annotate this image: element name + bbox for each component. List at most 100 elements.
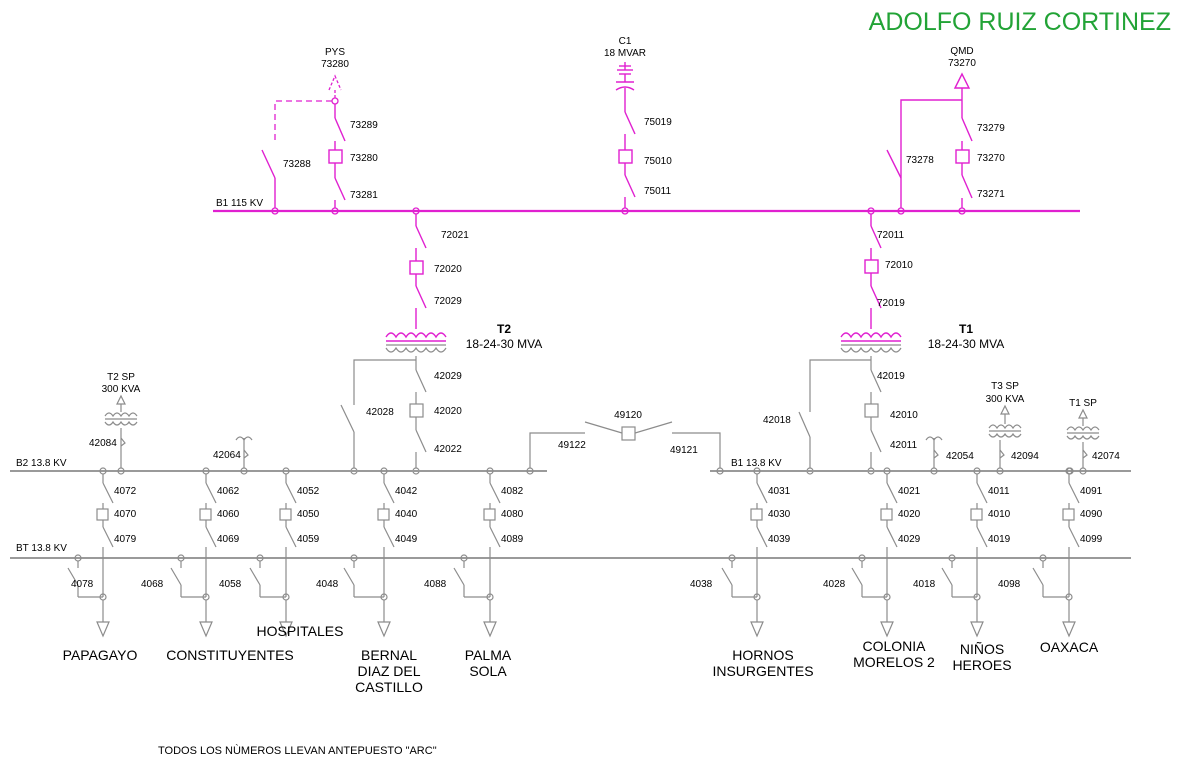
bay-pys: PYS 73280 73289 73280 73281 73288	[261, 47, 378, 215]
feeder-name: HEROES	[952, 657, 1011, 673]
pys-code: 73280	[321, 59, 349, 70]
feeder-name: PALMA	[465, 647, 512, 663]
feeder-breaker-label: 4030	[768, 509, 791, 520]
feeder-name: PAPAGAYO	[63, 647, 138, 663]
t3sp-rating: 300 KVA	[986, 394, 1025, 405]
pt-b2-switch-label: 42064	[213, 450, 241, 461]
hv-bus-b1: B1 115 KV	[213, 198, 1080, 213]
t2-hv-sw-top-label: 72021	[441, 230, 469, 241]
pt-b1-switch-label: 42054	[946, 451, 974, 462]
feeder-load-arrow-icon	[96, 621, 110, 638]
feeder-breaker-label: 4080	[501, 509, 524, 520]
qmd-bypass-switch	[886, 149, 902, 179]
feeder-bypass-label: 4028	[823, 579, 846, 590]
qmd-disconnect-bottom	[961, 174, 973, 199]
c1-sw-bottom-label: 75011	[644, 186, 672, 197]
t1-hv-breaker	[864, 259, 879, 274]
t2sp-switch-label: 42084	[89, 438, 117, 449]
t1-lv-disconnect-top	[870, 369, 882, 393]
aux-t1sp: T1 SP 42074	[1066, 398, 1120, 475]
c1-sw-top-label: 75019	[644, 117, 672, 128]
feeder-breaker	[199, 508, 212, 521]
feeder-sw-bottom-label: 4069	[217, 534, 240, 545]
feeder-name: BERNAL	[361, 647, 417, 663]
c1-name: C1	[619, 36, 632, 47]
bay-c1: C1 18 MVAR 75019 75010 75011	[604, 36, 672, 215]
feeder-load-arrow-icon	[199, 621, 213, 638]
transformer-t2-icon	[385, 322, 447, 353]
transformer-t1-icon	[840, 322, 902, 353]
qmd-sw-bottom-label: 73271	[977, 189, 1005, 200]
feeder-bypass-switch	[453, 567, 465, 586]
qmd-code: 73270	[948, 58, 976, 69]
feeder-sw-bottom-label: 4099	[1080, 534, 1103, 545]
t2-hv-disconnect-top	[415, 225, 427, 249]
feeder-name: NIÑOS	[960, 641, 1004, 657]
qmd-breaker-label: 73270	[977, 153, 1005, 164]
feeder-disconnect-bottom	[1068, 526, 1080, 548]
feeder-sw-bottom-label: 4039	[768, 534, 791, 545]
t1-lv-breaker	[864, 403, 879, 418]
feeder-breaker	[279, 508, 292, 521]
t2sp-arrow-icon	[116, 394, 126, 405]
t2-hv-breaker	[409, 260, 424, 275]
feeder-name: CASTILLO	[355, 679, 423, 695]
feeder-sw-top-label: 4021	[898, 486, 921, 497]
feeder-name: HORNOS	[732, 647, 793, 663]
feeder-sw-top-label: 4072	[114, 486, 137, 497]
feeder-sw-bottom-label: 4019	[988, 534, 1011, 545]
t2-lv-breaker-label: 42020	[434, 406, 462, 417]
pys-node	[331, 97, 339, 105]
bus-tie: 49120 49122 49121	[526, 410, 724, 475]
feeder-sw-bottom-label: 4049	[395, 534, 418, 545]
bay-t1-hv: 72011 72010 72019	[864, 207, 913, 322]
feeder-bypass-label: 4048	[316, 579, 339, 590]
t2-lv-breaker	[409, 403, 424, 418]
qmd-breaker	[955, 149, 970, 164]
feeder-load-arrow-icon	[1062, 621, 1076, 638]
t2-lv-disconnect-top	[415, 369, 427, 393]
feeder-name: COLONIA	[862, 638, 926, 654]
mv-bus-b1: B1 13.8 KV	[710, 458, 1131, 472]
t2-hv-disconnect-bottom	[415, 285, 427, 309]
feeder-disconnect-top	[102, 482, 114, 504]
mv-bus-b2: B2 13.8 KV	[10, 458, 547, 472]
pys-name: PYS	[325, 47, 345, 58]
t1-lv-breaker-label: 42010	[890, 410, 918, 421]
feeder-sw-bottom-label: 4079	[114, 534, 137, 545]
feeder-disconnect-bottom	[285, 526, 297, 548]
feeder-disconnect-bottom	[205, 526, 217, 548]
pys-disconnect-top	[334, 117, 346, 142]
feeder-disconnect-top	[489, 482, 501, 504]
aux-pt-b1: 42054	[925, 436, 974, 475]
feeder-breaker	[1062, 508, 1075, 521]
feeder-load-arrow-icon	[483, 621, 497, 638]
tie-left-label: 49122	[558, 440, 586, 451]
feeder-disconnect-top	[976, 482, 988, 504]
t1-hv-disconnect-bottom	[870, 285, 882, 309]
t2sp-rating: 300 KVA	[102, 384, 141, 395]
mv-bus-bt: BT 13.8 KV	[10, 543, 1131, 559]
feeder-disconnect-top	[756, 482, 768, 504]
feeder-bypass-label: 4088	[424, 579, 447, 590]
bay-t2-hv: 72021 72020 72029	[409, 207, 469, 322]
tie-breaker-label: 49120	[614, 410, 642, 421]
bay-t1-lv: 42019 42010 42011 42018	[763, 356, 918, 475]
t1-name: T1	[959, 322, 973, 336]
c1-breaker-label: 75010	[644, 156, 672, 167]
b1-label: B1 13.8 KV	[731, 458, 782, 469]
feeders: 4072407040794078PAPAGAYO4062406040694068…	[63, 467, 1103, 695]
feeder-bypass-switch	[941, 567, 953, 586]
pys-disconnect-bottom	[334, 177, 346, 201]
feeder-bypass-label: 4038	[690, 579, 713, 590]
t1-hv-breaker-label: 72010	[885, 260, 913, 271]
feeder-bypass-label: 4018	[913, 579, 936, 590]
pys-breaker	[328, 149, 343, 164]
t2-name: T2	[497, 322, 511, 336]
feeder-sw-top-label: 4082	[501, 486, 524, 497]
qmd-sw-top-label: 73279	[977, 123, 1005, 134]
